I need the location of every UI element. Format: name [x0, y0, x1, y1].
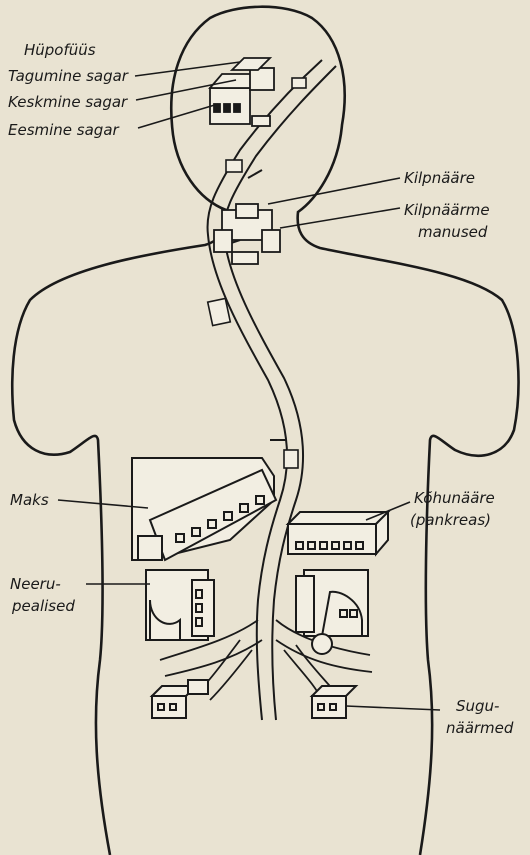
pancreas-block [288, 512, 388, 554]
label-parathyroid-line1: Kilpnäärme [404, 200, 490, 220]
hypophysis-block [210, 58, 274, 126]
label-liver: Maks [10, 490, 49, 510]
thyroid-block [214, 204, 280, 264]
label-gonads-line1: Sugu- [456, 696, 499, 716]
label-adrenal-line1: Neeru- [10, 574, 61, 594]
leader-lines [58, 62, 440, 710]
channel-blocks [208, 78, 306, 468]
label-posterior-lobe: Tagumine sagar [8, 66, 128, 86]
label-anterior-lobe: Eesmine sagar [8, 120, 119, 140]
left-adrenal-block [146, 570, 214, 640]
label-pancreas-line1: Kõhunääre [414, 488, 495, 508]
liver-block [132, 458, 276, 560]
label-hypophysis: Hüpofüüs [24, 40, 96, 60]
label-middle-lobe: Keskmine sagar [8, 92, 127, 112]
label-adrenal-line2: pealised [12, 596, 75, 616]
label-parathyroid-line2: manused [418, 222, 487, 242]
left-gonad-block [152, 680, 208, 718]
label-pancreas-line2: (pankreas) [410, 510, 491, 530]
label-gonads-line2: näärmed [446, 718, 513, 738]
right-gonad-block [312, 686, 356, 718]
label-thyroid: Kilpnääre [404, 168, 475, 188]
right-adrenal-block [296, 570, 368, 654]
